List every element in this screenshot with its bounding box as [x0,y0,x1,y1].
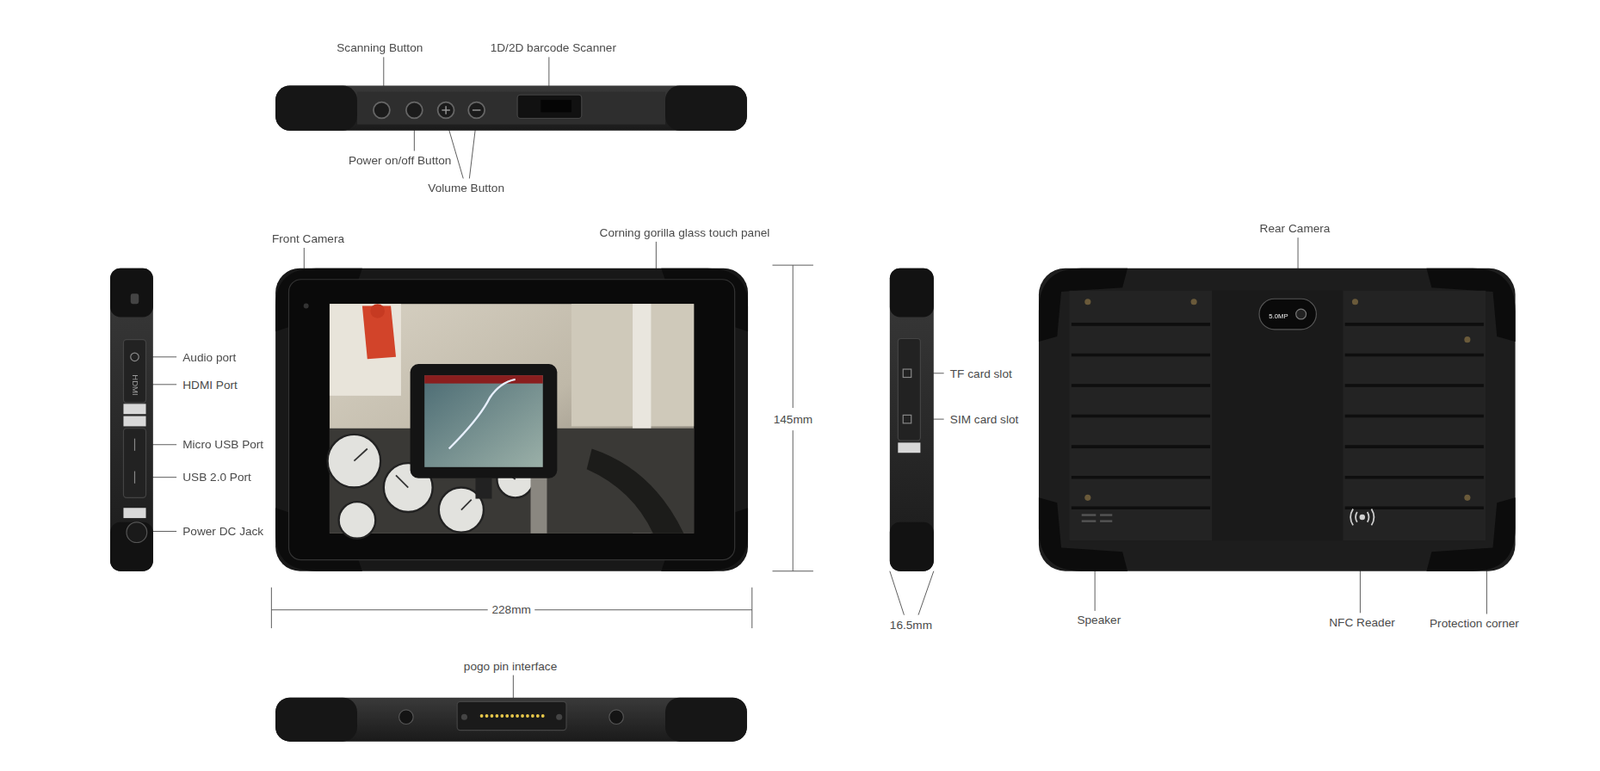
part-label: Scanning Button [334,41,426,55]
part-label: Speaker [1074,613,1124,627]
part-label: Corning gorilla glass touch panel [597,226,773,240]
device-marking: HDMI [129,374,140,396]
port-label: Micro USB Port [180,438,266,451]
dimension-label: 145mm [771,412,815,426]
port-label: USB 2.0 Port [180,470,254,484]
port-label: SIM card slot [947,412,1020,426]
dimension-label: 228mm [489,603,533,617]
part-label: NFC Reader [1327,615,1397,629]
part-label: 1D/2D barcode Scanner [488,41,618,55]
part-label: Rear Camera [1257,222,1333,235]
device-marking: 5.0MP [1268,311,1288,319]
port-label: Power DC Jack [180,525,266,538]
port-label: TF card slot [947,366,1014,380]
port-label: Audio port [180,350,239,364]
part-label: Power on/off Button [346,153,454,167]
dimension-label: 16.5mm [887,618,934,632]
port-label: HDMI Port [180,377,240,391]
part-label: pogo pin interface [461,659,559,673]
part-label: Protection corner [1427,616,1522,630]
part-label: Front Camera [270,232,347,246]
part-label: Volume Button [426,180,507,194]
